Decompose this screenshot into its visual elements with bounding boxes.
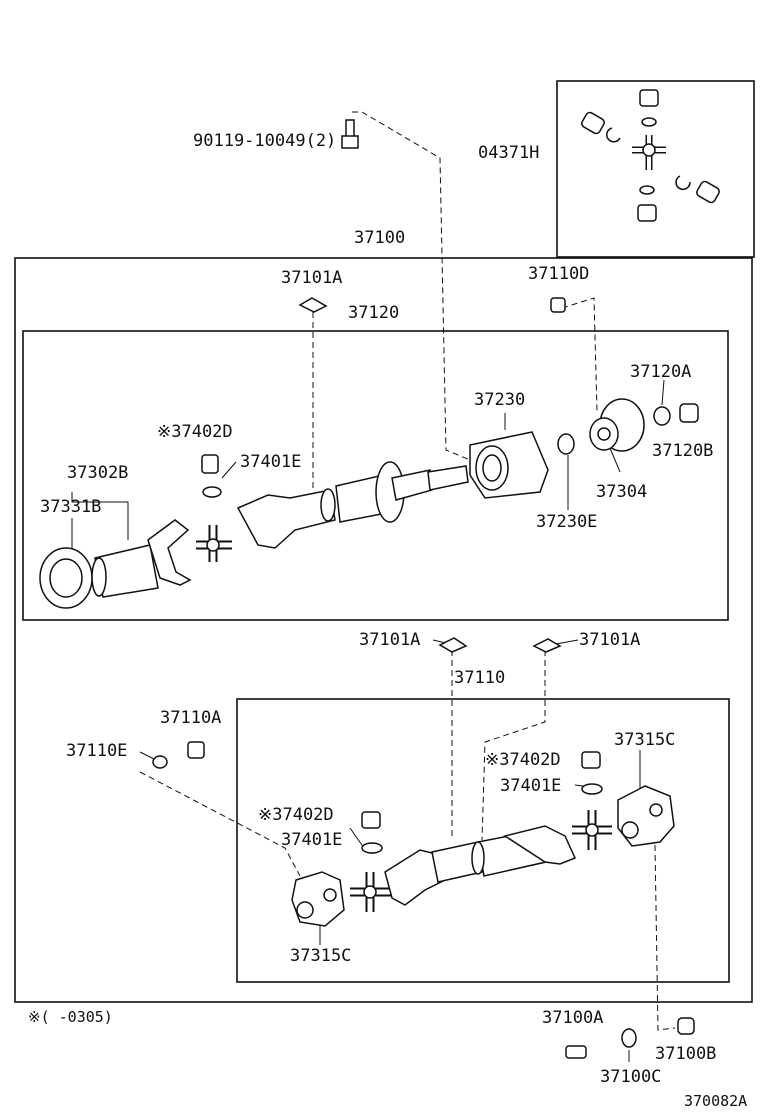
label-shaft-front: 37120 xyxy=(348,303,399,323)
spline-shaft-icon xyxy=(427,465,469,491)
ujoint-spider-icon xyxy=(363,885,377,899)
washer-icon xyxy=(653,406,671,426)
label-grease-fitting-left: ※37402D xyxy=(258,805,334,825)
tube-yoke-icon xyxy=(236,489,336,549)
center-bearing-icon xyxy=(469,431,549,499)
figure-code: 370082A xyxy=(684,1092,747,1110)
label-nut-bottom: 37100B xyxy=(655,1044,716,1064)
snap-ring-left-leader xyxy=(349,827,365,849)
bearing-cup-icon xyxy=(639,89,659,107)
snap-ring-upper-leader xyxy=(221,461,237,479)
ujoint-spider-icon xyxy=(642,143,656,157)
ujoint-kit-parts xyxy=(581,89,720,222)
label-bolt-bottom: 37100A xyxy=(542,1008,603,1028)
label-bearing-washer: 37230E xyxy=(536,512,597,532)
nut-reference-line xyxy=(561,297,598,413)
label-dust-seal: 37331B xyxy=(40,497,101,517)
nut-icon xyxy=(677,1017,695,1035)
balance-weight-icon xyxy=(438,637,468,653)
shaft-tube-icon xyxy=(431,841,483,883)
bearing-cup-icon xyxy=(696,180,720,204)
bolt-icon xyxy=(565,1045,587,1059)
sleeve-yoke-leader xyxy=(71,492,129,540)
bottom-reference-line xyxy=(654,844,676,1031)
nut-icon xyxy=(550,297,566,313)
label-assembly: 37100 xyxy=(354,228,405,248)
flange-icon xyxy=(589,398,645,452)
label-flange-nut: 37120B xyxy=(652,441,713,461)
label-snap-ring-left: 37401E xyxy=(281,830,342,850)
label-nut-upper: 37110D xyxy=(528,264,589,284)
bolt-icon xyxy=(187,741,205,759)
footnote: ※( -0305) xyxy=(28,1008,113,1026)
ujoint-spider-icon xyxy=(206,538,220,552)
label-flange-yoke-left: 37315C xyxy=(290,946,351,966)
label-bal-weight-left: 37101A xyxy=(359,630,420,650)
weight-right-leader xyxy=(555,639,579,645)
assembly-frame xyxy=(14,257,753,1003)
tube-yoke-icon xyxy=(384,849,446,906)
bearing-cup-icon xyxy=(637,204,657,222)
label-flange: 37304 xyxy=(596,482,647,502)
grease-fitting-icon xyxy=(201,454,219,474)
washer-icon xyxy=(152,755,168,769)
label-snap-ring-right: 37401E xyxy=(500,776,561,796)
front-shaft-parts xyxy=(39,398,699,609)
washer-leader xyxy=(661,379,665,406)
balance-weight-icon xyxy=(298,297,328,313)
washer-icon xyxy=(621,1028,637,1048)
flange-leader xyxy=(609,447,621,473)
ujoint-kit-frame xyxy=(556,80,755,258)
front-shaft-frame xyxy=(22,330,729,621)
label-shaft-rear: 37110 xyxy=(454,668,505,688)
washer-reference-line xyxy=(139,771,301,877)
washer-icon xyxy=(557,433,575,455)
ujoint-spider-icon xyxy=(585,823,599,837)
label-bal-weight-upper: 37101A xyxy=(281,268,342,288)
flange-yoke-icon xyxy=(617,785,675,847)
label-bolt: 90119-10049(2) xyxy=(193,131,336,151)
label-grease-fitting-upper: ※37402D xyxy=(157,422,233,442)
label-bal-weight-right: 37101A xyxy=(579,630,640,650)
snap-ring-icon xyxy=(581,783,603,795)
snap-ring-icon xyxy=(361,842,383,854)
snap-ring-icon xyxy=(202,486,222,498)
label-center-bearing: 37230 xyxy=(474,390,525,410)
flange-yoke-icon xyxy=(291,871,345,927)
label-snap-ring-upper: 37401E xyxy=(240,452,301,472)
rear-shaft-frame xyxy=(236,698,730,983)
grease-fitting-icon xyxy=(361,811,381,829)
bolt-icon xyxy=(341,119,359,149)
label-grease-fitting-right: ※37402D xyxy=(485,750,561,770)
label-sleeve-yoke: 37302B xyxy=(67,463,128,483)
weight-reference-line-right xyxy=(481,650,546,841)
label-flange-yoke-right: 37315C xyxy=(614,730,675,750)
label-ujoint-kit: 04371H xyxy=(478,143,539,163)
balance-weight-icon xyxy=(532,638,562,653)
nut-icon xyxy=(679,403,699,423)
bottom-hardware xyxy=(565,1017,695,1059)
label-bolt-rear: 37110A xyxy=(160,708,221,728)
label-flange-washer: 37120A xyxy=(630,362,691,382)
bearing-cup-icon xyxy=(581,111,605,135)
grease-fitting-icon xyxy=(581,751,601,769)
bolt-reference-line xyxy=(352,111,471,461)
label-washer-bottom: 37100C xyxy=(600,1067,661,1087)
label-washer-rear: 37110E xyxy=(66,741,127,761)
tube-yoke-icon xyxy=(503,825,577,865)
rear-shaft-parts xyxy=(291,751,675,927)
